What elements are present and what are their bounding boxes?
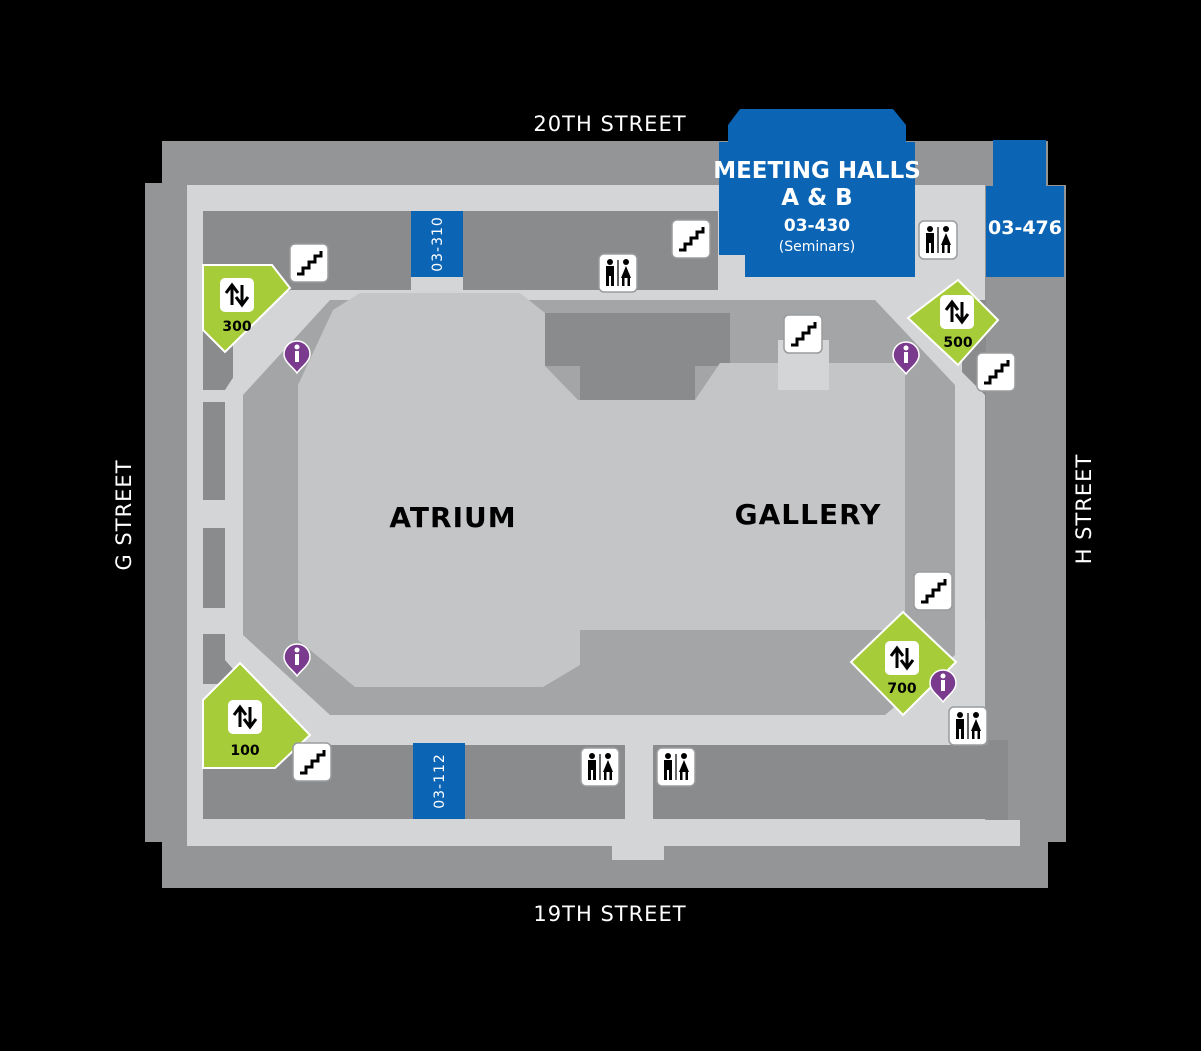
stairs-icon[interactable]	[288, 242, 330, 284]
street-south-label: 19TH STREET	[533, 902, 686, 926]
gallery-label: GALLERY	[735, 498, 882, 531]
elevator-700-label: 700	[887, 681, 916, 697]
street-west-label: G STREET	[112, 459, 136, 570]
elevator-500[interactable]: 500	[906, 278, 1000, 367]
elevator-icon	[883, 639, 921, 677]
room-03-112-label: 03-112	[432, 753, 448, 809]
stairs-icon[interactable]	[670, 218, 712, 260]
meeting-halls-a-b[interactable]: MEETING HALLS A & B 03-430 (Seminars)	[713, 109, 921, 277]
room-03-310-label: 03-310	[430, 216, 446, 272]
room-03-310[interactable]: 03-310	[411, 211, 463, 277]
meeting-halls-number: 03-430	[784, 216, 850, 236]
meeting-halls-subtitle: A & B	[781, 185, 852, 211]
restroom-icon[interactable]	[918, 220, 958, 260]
room-03-476[interactable]: 03-476	[986, 140, 1064, 277]
elevator-100-label: 100	[230, 743, 259, 759]
street-east-label: H STREET	[1072, 454, 1096, 565]
elevator-icon	[218, 276, 256, 314]
elevator-icon	[226, 698, 264, 736]
stairs-icon[interactable]	[291, 741, 333, 783]
restroom-icon[interactable]	[948, 706, 988, 746]
atrium-label: ATRIUM	[389, 501, 516, 534]
restroom-icon[interactable]	[598, 253, 638, 293]
restroom-icon[interactable]	[656, 747, 696, 787]
meeting-halls-note: (Seminars)	[779, 239, 855, 255]
stairs-icon[interactable]	[975, 351, 1017, 393]
elevator-700[interactable]: 700	[849, 610, 958, 717]
elevator-500-label: 500	[943, 335, 972, 351]
restroom-icon[interactable]	[580, 747, 620, 787]
elevator-icon	[938, 293, 976, 331]
room-03-476-label: 03-476	[988, 217, 1062, 239]
meeting-halls-title: MEETING HALLS	[713, 158, 921, 184]
street-north-label: 20TH STREET	[533, 112, 686, 136]
elevator-300-label: 300	[222, 319, 251, 335]
room-03-112[interactable]: 03-112	[413, 743, 465, 819]
stairs-icon[interactable]	[782, 313, 824, 355]
stairs-icon[interactable]	[912, 570, 954, 612]
elevator-300[interactable]: 300	[202, 264, 292, 354]
